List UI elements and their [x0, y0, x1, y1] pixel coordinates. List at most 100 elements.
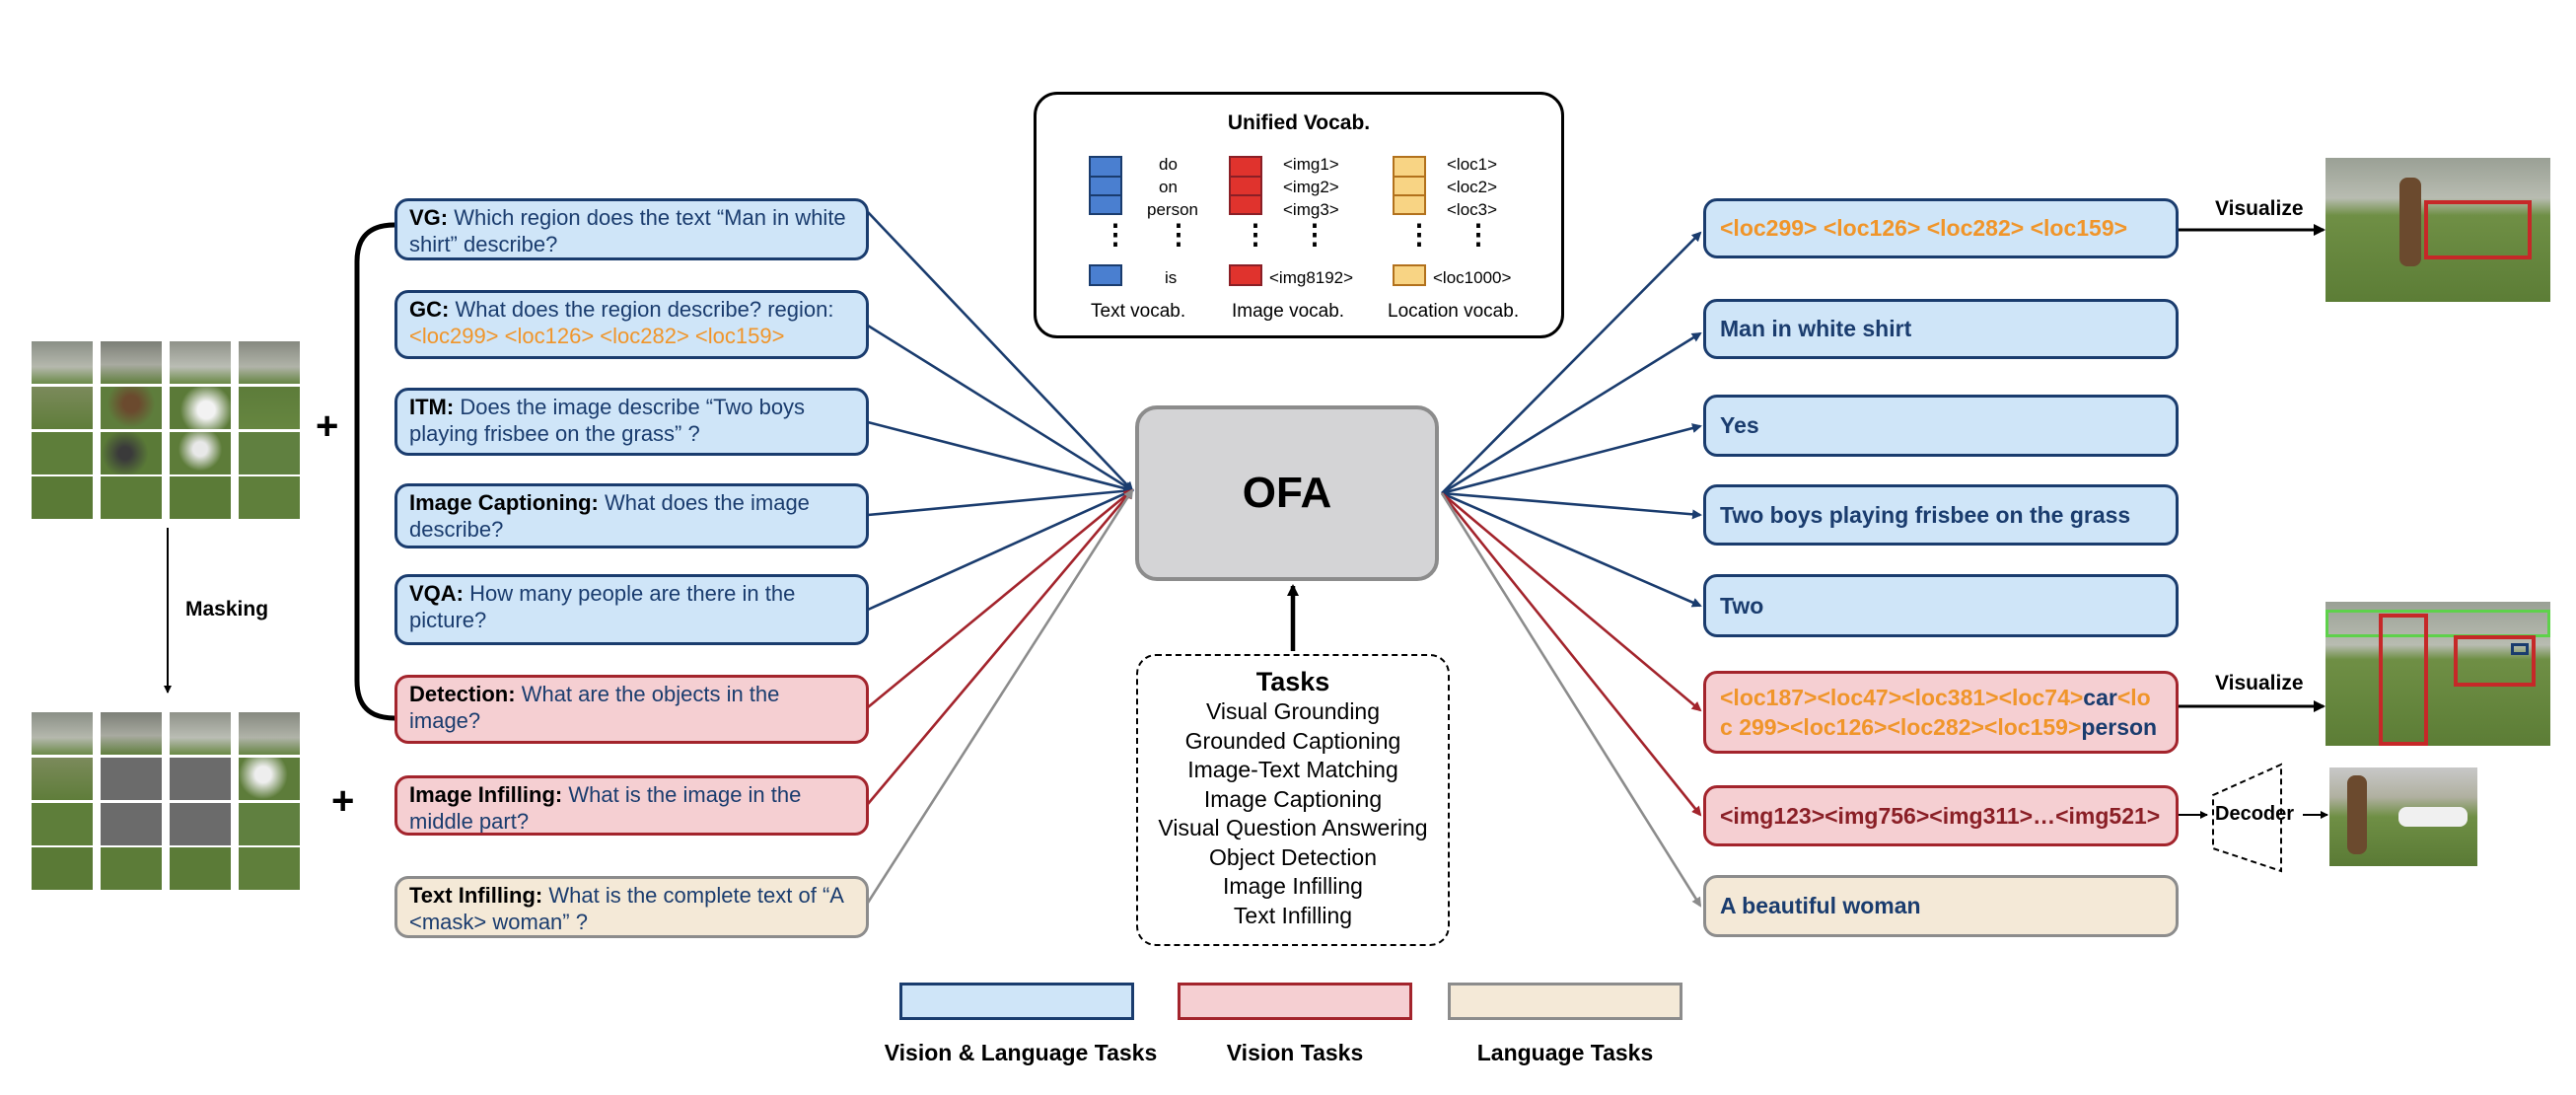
legend-label-vl: Vision & Language Tasks	[884, 1040, 1158, 1065]
bbox-red	[2424, 200, 2532, 259]
loc-token: <loc2>	[1447, 178, 1498, 196]
text-vocab-label: Text vocab.	[1091, 301, 1186, 322]
output-arrows	[1440, 231, 1702, 908]
vdots: ⋮	[1405, 219, 1433, 250]
masking-label: Masking	[185, 598, 269, 620]
image-tile	[32, 387, 93, 429]
vdots: ⋮	[1465, 219, 1492, 250]
visualize-label: Visualize	[2215, 197, 2304, 220]
masked-tile	[101, 803, 162, 845]
masked-tile	[101, 758, 162, 800]
input-box-image-infilling: Image Infilling: What is the image in th…	[394, 775, 869, 836]
output-text: A beautiful woman	[1720, 893, 1921, 918]
task-item: Image Infilling	[1223, 873, 1363, 899]
output-label-car: car	[2083, 685, 2117, 710]
text-token-last: is	[1165, 268, 1178, 287]
output-loc-tokens: <loc187><loc47><loc381><loc74>	[1720, 685, 2084, 710]
text-vocab-last-cell	[1089, 264, 1122, 286]
image-tile	[170, 847, 231, 890]
input-image-grid	[32, 341, 300, 519]
output-text: Man in white shirt	[1720, 316, 1912, 341]
image-tile	[239, 432, 300, 474]
bbox-red	[2379, 614, 2428, 746]
image-tile	[32, 847, 93, 890]
image-vocab-last-cell	[1229, 264, 1262, 286]
tasks-title: Tasks	[1255, 667, 1330, 696]
person-figure	[2347, 775, 2367, 854]
ofa-model-box: OFA	[1135, 405, 1439, 581]
bbox-red	[2454, 635, 2536, 687]
unified-vocab-panel: Unified Vocab. do on person ⋮ ⋮ is Text …	[1034, 92, 1564, 338]
image-tile	[32, 712, 93, 755]
output-text: Two boys playing frisbee on the grass	[1720, 501, 2131, 528]
bbox-green	[2326, 610, 2550, 637]
image-tile	[101, 847, 162, 890]
task-name: Image Infilling:	[409, 782, 563, 807]
image-tile	[170, 341, 231, 384]
task-item: Visual Grounding	[1205, 698, 1381, 724]
task-name: ITM:	[409, 395, 455, 419]
image-tile	[101, 387, 162, 429]
image-tile	[32, 341, 93, 384]
output-text: <loc299> <loc126> <loc282> <loc159>	[1720, 215, 2128, 241]
loc-token: <loc3>	[1447, 200, 1498, 219]
image-tile	[32, 432, 93, 474]
output-loc-tokens: 299><loc126><loc282><loc159>	[1739, 714, 2082, 740]
loc-vocab-cells	[1393, 156, 1426, 215]
input-box-gc: GC: What does the region describe? regio…	[394, 290, 869, 359]
plus-sign: +	[316, 404, 339, 448]
output-box-itm: Yes	[1703, 395, 2179, 457]
decoder-shape	[2212, 763, 2282, 873]
loc-vocab-label: Location vocab.	[1388, 301, 1520, 322]
output-detection-text: <loc187><loc47><loc381><loc74>car<loc 29…	[1720, 683, 2162, 751]
input-text: Which region does the text “Man in white…	[409, 205, 846, 256]
image-tile	[170, 432, 231, 474]
infilled-result-image	[2329, 767, 2477, 866]
output-loc-tokens: <loc	[1720, 685, 2151, 740]
vdots: ⋮	[1102, 219, 1129, 250]
image-token: <img1>	[1283, 155, 1339, 174]
legend-label-v: Vision Tasks	[1226, 1040, 1364, 1065]
image-tile	[239, 476, 300, 519]
task-name: VQA:	[409, 581, 464, 606]
image-token: <img2>	[1283, 178, 1339, 196]
output-box-vg: <loc299> <loc126> <loc282> <loc159>	[1703, 198, 2179, 258]
visualize-label-2: Visualize	[2215, 672, 2304, 694]
input-text: What is the complete text of “A <mask> w…	[409, 883, 843, 934]
output-text: <img123><img756><img311>…<img521>	[1720, 802, 2161, 829]
input-text: What does the region describe? region:	[455, 297, 834, 322]
input-box-vqa: VQA: How many people are there in the pi…	[394, 574, 869, 645]
legend-label-l: Language Tasks	[1476, 1040, 1654, 1065]
grounding-result-image	[2326, 158, 2550, 302]
task-name: GC:	[409, 297, 450, 322]
output-box-gc: Man in white shirt	[1703, 299, 2179, 359]
image-tile	[239, 341, 300, 384]
loc-token: <loc1>	[1447, 155, 1498, 174]
image-tile	[32, 758, 93, 800]
output-box-image-infilling: <img123><img756><img311>…<img521>	[1703, 785, 2179, 846]
loc-vocab-last-cell	[1393, 264, 1426, 286]
input-region-tokens: <loc299> <loc126> <loc282> <loc159>	[409, 324, 785, 348]
text-token: person	[1147, 200, 1198, 219]
text-token: do	[1159, 155, 1178, 174]
vdots: ⋮	[1301, 219, 1328, 250]
image-tile	[101, 341, 162, 384]
tasks-panel: Tasks Visual Grounding Grounded Captioni…	[1136, 654, 1450, 946]
masked-image-grid	[32, 712, 300, 890]
image-tile	[101, 432, 162, 474]
image-tile	[32, 476, 93, 519]
task-name: Image Captioning:	[409, 490, 599, 515]
bbox-blue	[2511, 643, 2529, 655]
image-tile	[239, 387, 300, 429]
image-tile	[170, 712, 231, 755]
image-vocab-label: Image vocab.	[1232, 301, 1345, 322]
person-figure	[2399, 178, 2421, 266]
output-box-text-infilling: A beautiful woman	[1703, 875, 2179, 937]
input-text: How many people are there in the picture…	[409, 581, 796, 632]
input-arrows	[866, 211, 1134, 904]
vdots: ⋮	[1165, 219, 1192, 250]
decoder-label: Decoder	[2215, 803, 2295, 825]
output-text: Two	[1720, 592, 1764, 619]
text-vocab-cells	[1089, 156, 1122, 215]
